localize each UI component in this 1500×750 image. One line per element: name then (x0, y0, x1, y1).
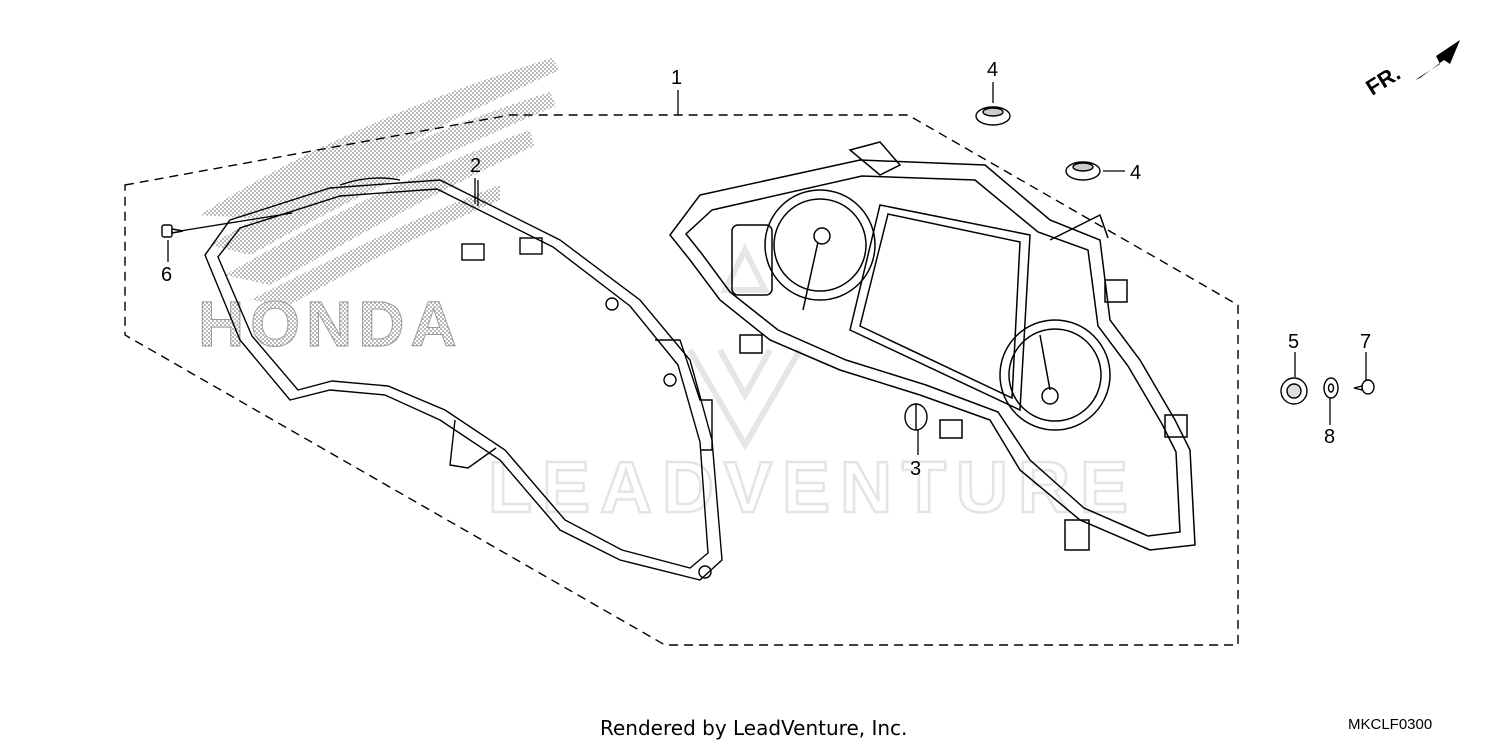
callout-8: 8 (1324, 426, 1335, 448)
meter-case-part-3 (669, 141, 1196, 551)
front-direction-arrow-icon: FR. (1361, 40, 1460, 100)
honda-brand-watermark: HONDA (198, 288, 463, 360)
screw-part-6 (161, 224, 184, 238)
leadventure-logo-watermark (687, 243, 803, 451)
rendered-by-credit: Rendered by LeadVenture, Inc. (600, 716, 908, 740)
callout-3: 3 (910, 458, 921, 480)
callout-4b: 4 (1130, 162, 1141, 184)
callout-2: 2 (470, 155, 481, 177)
grommet-part-5 (1280, 377, 1308, 405)
callout-6: 6 (161, 264, 172, 286)
front-direction-label: FR. (1361, 60, 1404, 100)
assembly-boundary (124, 114, 1239, 646)
screw-part-7 (1353, 379, 1375, 395)
honda-wing-watermark (200, 58, 560, 305)
grommet-part-4-lower (1065, 161, 1101, 181)
diagram-code: MKCLF0300 (1348, 716, 1433, 733)
meter-cover-part-2 (204, 177, 723, 581)
leadventure-watermark: LEADVENTURE (488, 448, 1138, 528)
knob-part-3 (904, 403, 928, 431)
leader-lines (167, 82, 1367, 455)
grommet-part-4-upper (975, 106, 1011, 126)
callout-5: 5 (1288, 331, 1299, 353)
callout-1: 1 (671, 67, 682, 89)
callout-4a: 4 (987, 59, 998, 81)
washer-part-8 (1323, 377, 1339, 399)
callout-7: 7 (1360, 331, 1371, 353)
